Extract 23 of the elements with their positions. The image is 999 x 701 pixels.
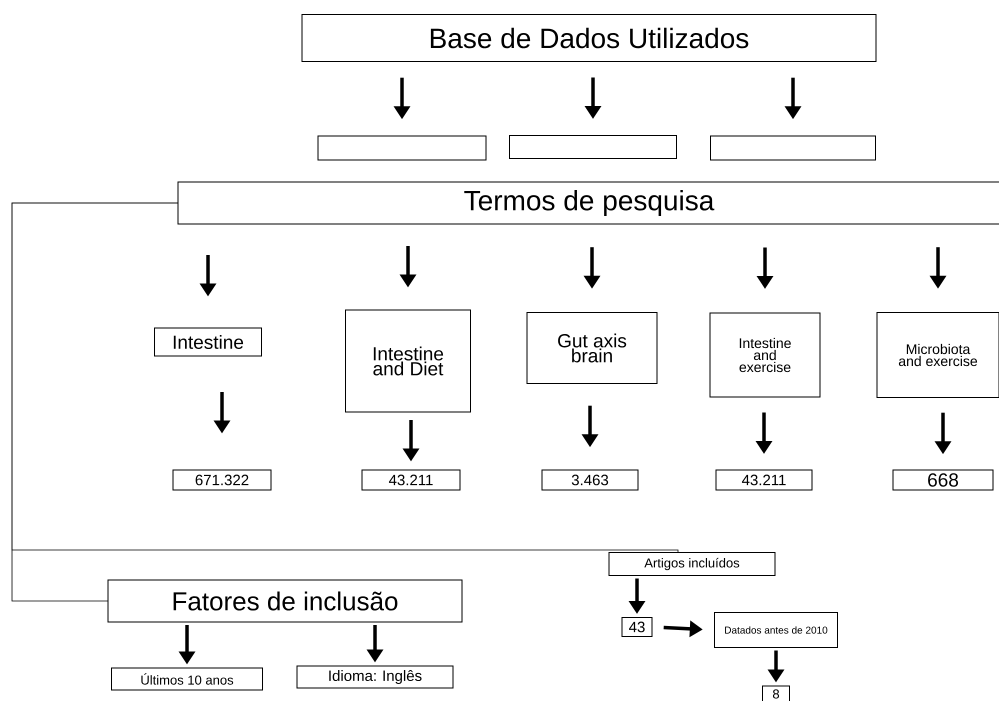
criterion-box: Últimos 10 anos (111, 668, 263, 690)
count-box: 3.463 (542, 470, 638, 490)
title-box: Base de Dados Utilizados (302, 14, 876, 62)
heading-box: Fatores de inclusão (108, 580, 462, 622)
count-box: 8 (762, 686, 790, 701)
count-box: 43 (622, 617, 652, 637)
count-box: 43.211 (716, 470, 812, 490)
term-box: Microbiota and exercise (876, 312, 999, 398)
count-box: 671.322 (172, 470, 272, 490)
process-box: Datados antes de 2010 (714, 612, 838, 648)
term-box: Intestine and Diet (345, 310, 471, 412)
count-box: 668 (892, 470, 994, 490)
term-box: Intestine and exercise (710, 312, 820, 398)
heading-box: Termos de pesquisa (178, 182, 999, 224)
criterion-box: Idioma: Inglês (296, 666, 454, 688)
empty-box (318, 136, 486, 160)
term-box: Intestine (154, 328, 262, 356)
term-box: Gut axis brain (526, 312, 658, 384)
count-box: 43.211 (362, 470, 460, 490)
empty-box (710, 136, 876, 160)
process-box: Artigos incluídos (608, 552, 776, 576)
connector-line (12, 202, 678, 552)
empty-box (509, 135, 677, 159)
